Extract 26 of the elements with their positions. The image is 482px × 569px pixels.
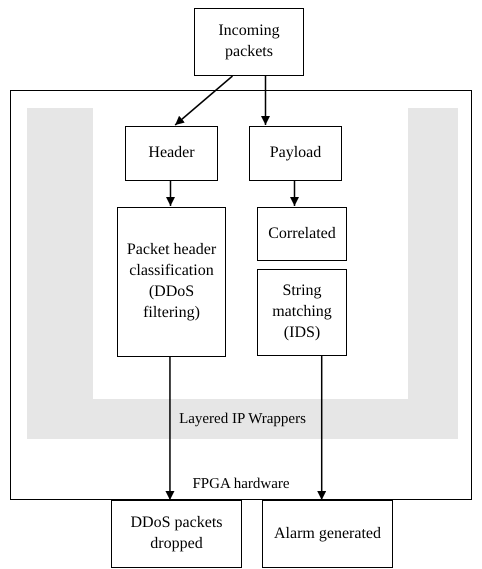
arrow xyxy=(261,76,270,125)
wrapper-band xyxy=(27,108,458,439)
arrow xyxy=(317,355,326,500)
box-label: Incoming packets xyxy=(217,21,281,62)
box-label: Alarm generated xyxy=(274,524,382,544)
process-box xyxy=(249,126,342,181)
process-box xyxy=(111,500,242,568)
box-label: Header xyxy=(148,143,195,164)
process-box xyxy=(194,8,304,76)
hardware-frame xyxy=(10,90,472,500)
arrow xyxy=(290,180,299,206)
arrow xyxy=(165,356,174,500)
process-box xyxy=(117,207,226,357)
box-label: String matching (IDS) xyxy=(271,281,333,343)
process-box xyxy=(125,126,218,181)
box-label: Payload xyxy=(270,143,322,164)
box-label: DDoS packets dropped xyxy=(130,513,224,554)
arrow xyxy=(174,75,233,126)
band-label: Layered IP Wrappers xyxy=(179,411,306,427)
process-box xyxy=(257,207,347,261)
arrow xyxy=(166,180,175,206)
box-label: Correlated xyxy=(268,224,336,244)
process-box xyxy=(262,500,393,568)
box-label: Packet header classification (DDoS filtering) xyxy=(126,240,218,323)
frame-label: FPGA hardware xyxy=(192,476,290,492)
process-box xyxy=(257,269,347,356)
